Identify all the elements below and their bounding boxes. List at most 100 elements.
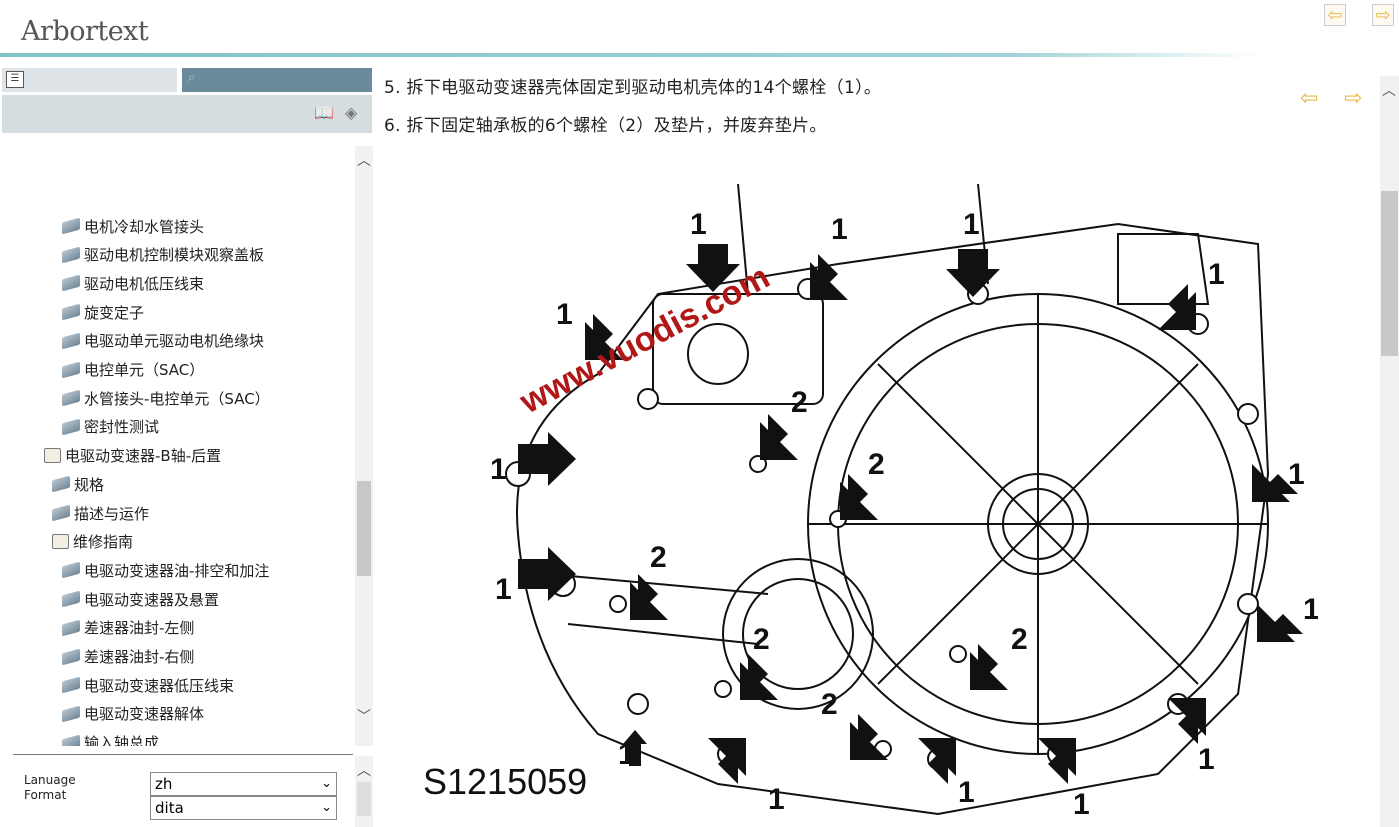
open-book-icon[interactable]: 📖 — [314, 103, 334, 122]
tree-item-label: 电驱动变速器解体 — [84, 705, 205, 724]
prev-topic-button[interactable]: ⇦ — [1300, 86, 1318, 111]
tree-item[interactable]: 电驱动变速器油-排空和加注 — [62, 558, 269, 582]
open-book-icon — [52, 534, 69, 550]
tree-scrollbar[interactable]: ︿ ﹀ — [355, 146, 373, 746]
topic-icon — [62, 561, 80, 579]
callout-1: 1 — [768, 783, 785, 816]
callout-2: 2 — [821, 688, 838, 721]
tree-item[interactable]: 电机冷却水管接头 — [62, 214, 204, 238]
scroll-up-icon[interactable]: ︿ — [1382, 83, 1396, 99]
tree-item-label: 旋变定子 — [84, 303, 145, 322]
tree-item[interactable]: 差速器油封-左侧 — [62, 616, 194, 640]
callout-arrows — [518, 244, 1303, 784]
tree-item-label: 驱动电机低压线束 — [84, 274, 205, 293]
tree-item-label: 水管接头-电控单元（SAC） — [84, 389, 270, 408]
header-divider — [0, 53, 1260, 57]
content-scrollbar[interactable]: ︿ — [1380, 76, 1399, 827]
tree-toolbar: 📖 ◈ — [2, 95, 372, 133]
tree-item-label: 电驱动变速器油-排空和加注 — [84, 561, 270, 580]
callout-1: 1 — [958, 776, 975, 809]
tree-item[interactable]: 电控单元（SAC） — [62, 358, 204, 382]
back-button[interactable]: ⇦ — [1324, 4, 1346, 26]
format-select[interactable]: dita⌄ — [150, 796, 337, 820]
callout-2: 2 — [650, 541, 667, 574]
callout-1: 1 — [556, 298, 573, 331]
topic-icon — [62, 389, 80, 407]
tree-item[interactable]: 输入轴总成 — [62, 731, 159, 746]
tree-item[interactable]: 旋变定子 — [62, 300, 144, 324]
tree-item-label: 维修指南 — [73, 533, 134, 552]
tree-item-label: 电驱动变速器-B轴-后置 — [65, 447, 222, 466]
arrow-right-icon: ⇨ — [1375, 4, 1391, 26]
topic-icon — [62, 705, 80, 723]
scroll-up-icon[interactable]: ︿ — [357, 763, 371, 779]
topic-icon — [62, 361, 80, 378]
tree-item[interactable]: 维修指南 — [52, 530, 133, 554]
header: Arbortext ⇦ ⇨ — [0, 0, 1399, 58]
tree-item-label: 驱动电机控制模块观察盖板 — [84, 246, 265, 265]
language-select[interactable]: zh⌄ — [150, 772, 337, 796]
tree-item-label: 电驱动变速器及悬置 — [84, 590, 220, 609]
tree-item-label: 规格 — [74, 475, 105, 494]
topic-icon — [52, 475, 70, 493]
callout-1: 1 — [618, 738, 635, 771]
tree-item[interactable]: 电驱动变速器-B轴-后置 — [44, 444, 221, 468]
tree-item[interactable]: 驱动电机控制模块观察盖板 — [62, 243, 264, 267]
tree-item[interactable]: 水管接头-电控单元（SAC） — [62, 386, 270, 410]
toc-tab[interactable]: ☰ — [2, 68, 177, 92]
book-icon[interactable]: ◈ — [345, 103, 358, 122]
topic-icon — [62, 648, 80, 665]
tree-item[interactable]: 电驱动变速器及悬置 — [62, 587, 219, 611]
tree-item[interactable]: 规格 — [52, 472, 104, 496]
tree-item[interactable]: 密封性测试 — [62, 415, 159, 439]
tree-item-label: 差速器油封-右侧 — [84, 648, 195, 666]
callout-1: 1 — [963, 208, 980, 241]
divider — [13, 754, 353, 755]
tree-item-label: 电机冷却水管接头 — [84, 217, 205, 236]
arrow-left-icon: ⇦ — [1300, 86, 1319, 111]
tree-item-label: 输入轴总成 — [84, 734, 160, 746]
toc-tree: 电机冷却水管接头驱动电机控制模块观察盖板驱动电机低压线束旋变定子电驱动单元驱动电… — [0, 136, 354, 746]
tree-item-label: 密封性测试 — [84, 418, 160, 437]
scroll-up-icon[interactable]: ︿ — [357, 153, 371, 169]
callout-1: 1 — [1208, 258, 1225, 291]
tree-item[interactable]: 差速器油封-右侧 — [62, 645, 194, 669]
scroll-thumb[interactable] — [357, 481, 371, 576]
format-label: Format — [24, 788, 67, 802]
language-value: zh — [155, 775, 173, 793]
open-book-icon — [44, 448, 61, 464]
tree-item[interactable]: 电驱动变速器低压线束 — [62, 673, 234, 697]
topic-icon — [62, 734, 80, 746]
tree-item-label: 电驱动单元驱动电机绝缘块 — [84, 332, 265, 351]
toc-icon: ☰ — [6, 71, 24, 88]
callout-1: 1 — [495, 573, 512, 606]
forward-button[interactable]: ⇨ — [1372, 4, 1394, 26]
tree-item[interactable]: 电驱动变速器解体 — [62, 702, 204, 726]
arrow-left-icon: ⇦ — [1327, 4, 1343, 26]
scroll-thumb[interactable] — [1381, 191, 1398, 356]
tree-item[interactable]: 电驱动单元驱动电机绝缘块 — [62, 329, 264, 353]
figure-id: S1215059 — [423, 761, 587, 802]
options-scrollbar[interactable]: ︿ — [355, 756, 373, 827]
tree-item[interactable]: 驱动电机低压线束 — [62, 271, 204, 295]
callout-1: 1 — [1073, 788, 1090, 821]
tree-item-label: 电控单元（SAC） — [84, 361, 205, 379]
scroll-down-icon[interactable]: ﹀ — [357, 709, 371, 725]
tree-item[interactable]: 描述与运作 — [52, 501, 149, 525]
topic-icon — [62, 246, 80, 264]
callout-1: 1 — [690, 208, 707, 241]
callout-labels: 1 1 1 1 1 1 1 1 1 1 1 1 1 1 2 2 2 2 2 2 — [490, 208, 1318, 821]
chevron-down-icon: ⌄ — [321, 800, 332, 815]
callout-1: 1 — [1198, 743, 1215, 776]
next-topic-button[interactable]: ⇨ — [1344, 86, 1362, 111]
search-tab[interactable]: ⌕ — [182, 68, 372, 92]
callout-1: 1 — [490, 453, 507, 486]
topic-icon — [62, 619, 80, 637]
transmission-figure: 1 1 1 1 1 1 1 1 1 1 1 1 1 1 2 2 2 2 2 2 … — [423, 183, 1318, 821]
tree-item-label: 差速器油封-左侧 — [84, 619, 195, 638]
logo: Arbortext — [21, 16, 149, 47]
topic-icon — [62, 418, 80, 436]
housing-drawing — [516, 183, 1270, 816]
topic-icon — [52, 504, 70, 522]
step-5: 5. 拆下电驱动变速器壳体固定到驱动电机壳体的14个螺栓（1）。 — [384, 78, 882, 98]
